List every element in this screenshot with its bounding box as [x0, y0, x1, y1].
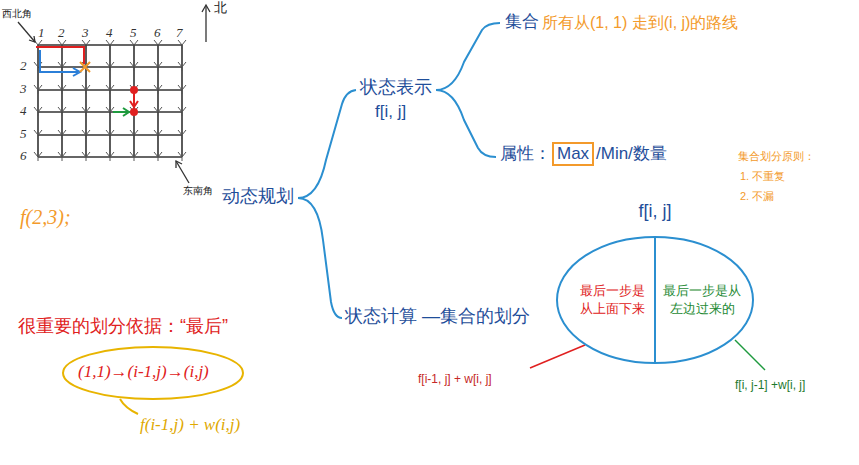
tree-mark [58, 152, 66, 161]
note: 集合划分原则： [738, 150, 815, 163]
tree-mark [154, 130, 162, 139]
column-number: 4 [106, 25, 113, 41]
handwritten-note: f(i-1,j) + w(i,j) [140, 415, 240, 435]
corner-label: 西北角 [2, 8, 32, 20]
node-text: 最后一步是从左边过来的 [663, 282, 741, 317]
tree-mark [178, 62, 186, 71]
tree-mark [178, 107, 186, 116]
row-number: 4 [20, 103, 27, 119]
tree-mark [178, 130, 186, 139]
column-number: 7 [176, 25, 183, 41]
topic-branch: 状态计算 —集合的划分 [345, 306, 530, 328]
note: 1. 不重复 [740, 170, 785, 183]
tree-mark [178, 85, 186, 94]
compass-label: 北 [214, 0, 227, 16]
topic-leaf: 属性： [500, 144, 551, 164]
note: 很重要的划分依据：“最后” [18, 316, 228, 338]
column-number: 6 [154, 25, 161, 41]
topic-root: 动态规划 [222, 186, 294, 208]
tree-mark [34, 152, 42, 161]
tree-mark [154, 62, 162, 71]
tree-mark [154, 152, 162, 161]
tree-marks [34, 40, 186, 161]
column-number: 2 [58, 25, 65, 41]
tree-mark [130, 62, 138, 71]
tree-mark [58, 62, 66, 71]
row-number: 5 [20, 126, 27, 142]
note: 所有从(1, 1) 走到(i, j)的路线 [542, 13, 738, 32]
tree-mark [154, 40, 162, 49]
topic-leaf: /Min/数量 [596, 144, 667, 164]
tree-mark [82, 152, 90, 161]
subset-half: 最后一步是从上面下来 [577, 282, 647, 317]
formula: f[i, j] [375, 102, 406, 122]
highlight-circle [63, 347, 243, 414]
tree-mark [106, 62, 114, 71]
tree-mark [106, 130, 114, 139]
topic-branch: 状态表示 [360, 77, 432, 99]
tree-mark [178, 40, 186, 49]
column-number: 5 [130, 25, 137, 41]
tree-mark [154, 85, 162, 94]
highlight-box: Max [552, 142, 594, 166]
tree-mark [58, 85, 66, 94]
mind-map-branches [298, 23, 500, 318]
route-drawing [36, 47, 138, 116]
tree-mark [58, 130, 66, 139]
tree-mark [34, 107, 42, 116]
tree-mark [130, 107, 138, 116]
grid-map [38, 45, 182, 157]
tree-mark [106, 152, 114, 161]
handwritten-note: f(2,3); [20, 205, 71, 229]
tree-mark [130, 40, 138, 49]
row-number: 2 [20, 58, 27, 74]
leader-lines [530, 340, 765, 370]
node-text: Max [557, 144, 589, 164]
tree-mark [130, 85, 138, 94]
tree-mark [130, 152, 138, 161]
formula: f[i-1, j] + w[i, j] [418, 372, 492, 386]
set-ellipse: f[i, j] 最后一步是从上面下来最后一步是从左边过来的 [555, 200, 755, 370]
ellipse-outline [555, 234, 755, 366]
tree-mark [82, 107, 90, 116]
tree-mark [106, 40, 114, 49]
corner-label: 东南角 [183, 185, 213, 197]
handwritten-note: (1,1)→(i-1,j)→(i,j) [78, 362, 209, 382]
row-number: 3 [20, 81, 27, 97]
subset-half: 最后一步是从左边过来的 [663, 282, 741, 317]
node-text: 最后一步是从上面下来 [577, 282, 647, 317]
tree-mark [34, 85, 42, 94]
column-number: 1 [38, 25, 45, 41]
column-number: 3 [82, 25, 89, 41]
set-heading: f[i, j] [555, 200, 755, 223]
note: 2. 不漏 [740, 190, 774, 203]
tree-mark [82, 85, 90, 94]
tree-mark [34, 130, 42, 139]
compass-arrows [18, 5, 210, 183]
tree-mark [82, 130, 90, 139]
row-number: 6 [20, 148, 27, 164]
tree-mark [130, 130, 138, 139]
formula: f[i, j-1] +w[i, j] [735, 378, 805, 392]
topic-leaf: 集合 [505, 12, 539, 32]
tree-mark [58, 107, 66, 116]
tree-mark [154, 107, 162, 116]
tree-mark [106, 107, 114, 116]
tree-mark [106, 85, 114, 94]
tree-mark [178, 152, 186, 161]
